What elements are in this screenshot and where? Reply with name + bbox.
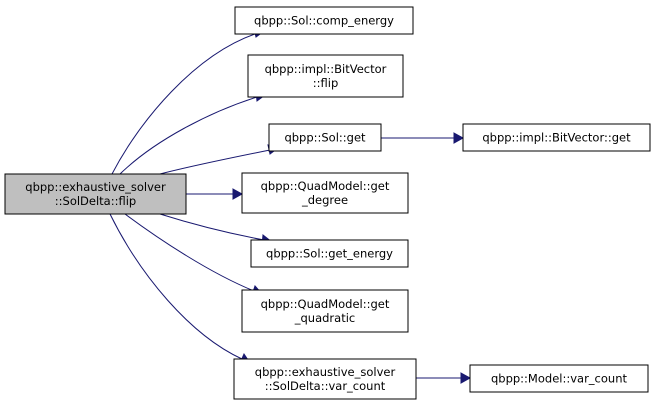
edge-root-to-bv_flip xyxy=(119,91,267,175)
edge-line xyxy=(111,33,256,175)
node-box[interactable] xyxy=(4,173,187,215)
node-bv_flip[interactable]: qbpp::impl::BitVector::flip xyxy=(247,54,404,98)
node-label-line: qbpp::Model::var_count xyxy=(491,372,627,386)
edge-line xyxy=(119,96,258,175)
edge-sol_get-to-bv_get xyxy=(381,132,465,144)
node-comp_energy[interactable]: qbpp::Sol::comp_energy xyxy=(234,6,414,35)
node-label-line: qbpp::impl::BitVector::get xyxy=(482,131,631,145)
edge-line xyxy=(124,213,255,292)
node-label-line: ::SolDelta::var_count xyxy=(265,379,386,393)
edge-line xyxy=(159,149,271,175)
node-label-line: _quadratic xyxy=(294,311,356,325)
node-box[interactable] xyxy=(250,239,409,268)
node-bv_get[interactable]: qbpp::impl::BitVector::get xyxy=(462,123,651,152)
node-sd_var_count[interactable]: qbpp::exhaustive_solver::SolDelta::var_c… xyxy=(233,358,417,400)
node-label-line: qbpp::exhaustive_solver xyxy=(255,365,396,379)
node-label-line: qbpp::Sol::get_energy xyxy=(266,247,393,261)
node-sol_get[interactable]: qbpp::Sol::get xyxy=(268,123,382,152)
node-label-line: ::SolDelta::flip xyxy=(55,194,136,208)
node-get_energy[interactable]: qbpp::Sol::get_energy xyxy=(250,239,409,268)
arrowhead-icon xyxy=(453,132,465,144)
node-get_quadratic[interactable]: qbpp::QuadModel::get_quadratic xyxy=(241,289,409,333)
node-box[interactable] xyxy=(462,123,651,152)
node-get_degree[interactable]: qbpp::QuadModel::get_degree xyxy=(241,172,409,214)
node-label-line: _degree xyxy=(301,193,348,207)
node-label-line: qbpp::Sol::comp_energy xyxy=(254,14,394,28)
edge-sd_var_count-to-model_var_count xyxy=(416,372,472,384)
arrowhead-icon xyxy=(232,188,244,200)
node-label-line: qbpp::Sol::get xyxy=(284,131,366,145)
edge-line xyxy=(109,213,243,360)
node-box[interactable] xyxy=(241,289,409,333)
node-box[interactable] xyxy=(268,123,382,152)
edge-root-to-sol_get xyxy=(159,144,280,175)
arrowhead-icon xyxy=(460,372,472,384)
node-box[interactable] xyxy=(234,6,414,35)
node-label-line: qbpp::impl::BitVector xyxy=(265,62,387,76)
node-label-line: qbpp::QuadModel::get xyxy=(261,297,390,311)
edge-root-to-comp_energy xyxy=(111,28,266,175)
node-label-line: qbpp::exhaustive_solver xyxy=(25,180,166,194)
node-root[interactable]: qbpp::exhaustive_solver::SolDelta::flip xyxy=(4,173,187,215)
node-box[interactable] xyxy=(247,54,404,98)
node-box[interactable] xyxy=(241,172,409,214)
edge-root-to-sd_var_count xyxy=(109,213,251,364)
node-box[interactable] xyxy=(233,358,417,400)
node-label-line: ::flip xyxy=(313,76,339,90)
nodes-layer: qbpp::exhaustive_solver::SolDelta::flipq… xyxy=(4,6,651,400)
edge-root-to-get_degree xyxy=(186,188,244,200)
edge-root-to-get_quadratic xyxy=(124,213,265,296)
edge-line xyxy=(159,213,265,241)
node-label-line: qbpp::QuadModel::get xyxy=(261,179,390,193)
node-box[interactable] xyxy=(469,364,649,393)
node-model_var_count[interactable]: qbpp::Model::var_count xyxy=(469,364,649,393)
